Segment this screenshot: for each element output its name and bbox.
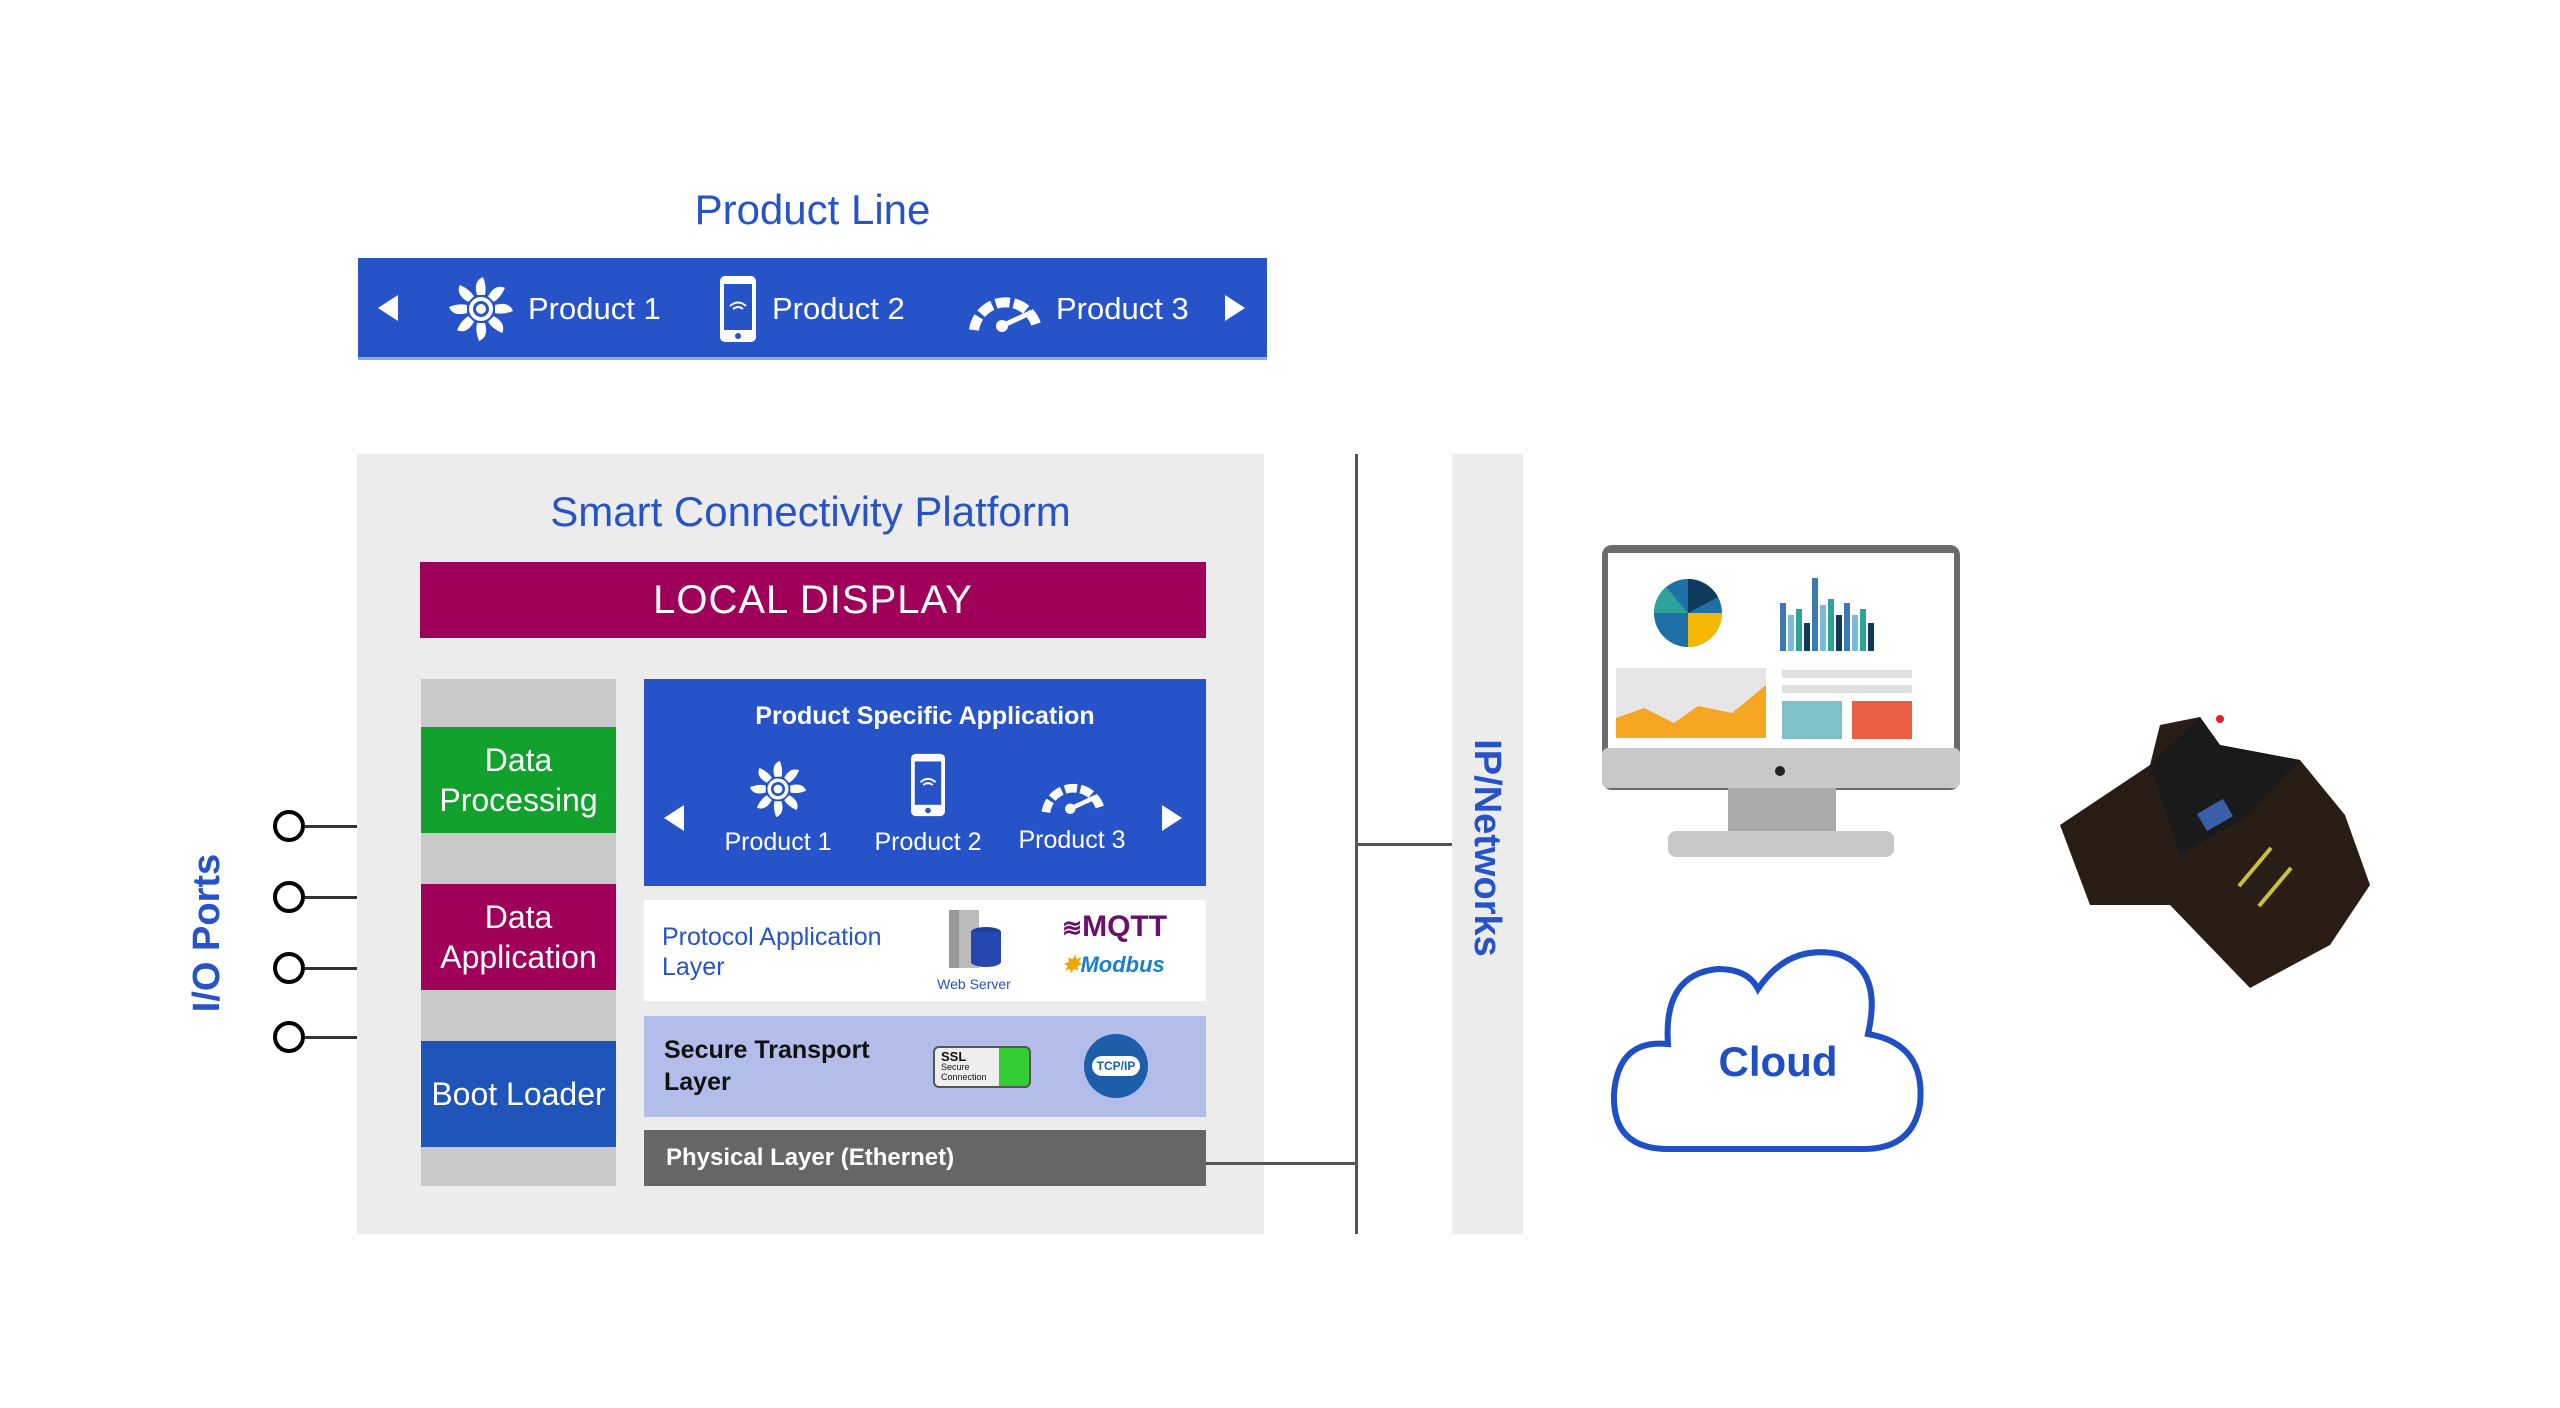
smartphone-wifi-icon	[911, 753, 945, 817]
data-application-block: Data Application	[421, 884, 616, 990]
smartphone-wifi-icon	[720, 276, 756, 342]
tcpip-icon: TCP/IP	[1084, 1034, 1148, 1098]
io-port-line	[305, 967, 357, 970]
local-display-block: LOCAL DISPLAY	[420, 562, 1206, 638]
mqtt-logo: ≋MQTT	[1062, 910, 1168, 943]
product-label: Product 1	[724, 828, 832, 856]
io-ports-label: I/O Ports	[185, 853, 228, 1013]
product-line-item-1[interactable]: Product 1	[448, 258, 661, 360]
fan-icon	[749, 760, 807, 818]
io-port-2[interactable]	[273, 881, 305, 913]
data-processing-block: Data Processing	[421, 727, 616, 833]
modbus-star-icon: ✸	[1062, 952, 1081, 977]
io-port-3[interactable]	[273, 952, 305, 984]
protocol-layer-label: Protocol Application Layer	[662, 923, 882, 981]
gauge-icon	[969, 297, 1041, 332]
product-label: Product 3	[1056, 291, 1189, 326]
ethernet-link-line	[1206, 1162, 1356, 1165]
physical-layer: Physical Layer (Ethernet)	[644, 1130, 1206, 1186]
psa-prev-arrow-icon[interactable]	[664, 805, 684, 831]
network-link-line	[1356, 843, 1452, 846]
io-port-4[interactable]	[273, 1021, 305, 1053]
product-label: Product 2	[772, 291, 905, 326]
product-label: Product 3	[1018, 826, 1126, 854]
web-server-label: Web Server	[937, 976, 1011, 992]
dashboard-monitor-icon	[1602, 545, 1960, 857]
product-line-title: Product Line	[694, 186, 931, 233]
protocol-application-layer: Protocol Application Layer Web Server ≋M…	[644, 900, 1206, 1001]
io-port-line	[305, 896, 357, 899]
cloud-label: Cloud	[1718, 1038, 1838, 1085]
psa-title: Product Specific Application	[755, 701, 1095, 730]
product-line-carousel: Product 1 Product 2 Product 3	[358, 258, 1267, 360]
cloud-icon	[1610, 949, 1924, 1152]
secure-transport-layer: Secure Transport Layer SSL Secure Connec…	[644, 1016, 1206, 1117]
product-label: Product 2	[874, 828, 982, 856]
ssl-badge: SSL Secure Connection	[933, 1046, 1031, 1088]
psa-item-2[interactable]: Product 2	[863, 752, 993, 857]
controller-device-image	[2060, 715, 2370, 988]
boot-loader-block: Boot Loader	[421, 1041, 616, 1147]
secure-layer-label: Secure Transport Layer	[664, 1036, 870, 1096]
next-arrow-icon[interactable]	[1225, 295, 1245, 321]
io-port-line	[305, 1036, 357, 1039]
ip-networks-label: IP/Networks	[1466, 739, 1509, 957]
psa-item-3[interactable]: Product 3	[1007, 772, 1137, 855]
product-label: Product 1	[528, 291, 661, 326]
psa-next-arrow-icon[interactable]	[1162, 805, 1182, 831]
io-port-line	[305, 825, 357, 828]
io-port-1[interactable]	[273, 810, 305, 842]
psa-item-1[interactable]: Product 1	[713, 760, 843, 857]
mqtt-signal-icon: ≋	[1062, 915, 1083, 942]
product-line-item-3[interactable]: Product 3	[966, 258, 1189, 360]
web-server-icon	[949, 910, 1001, 968]
product-line-item-2[interactable]: Product 2	[718, 258, 905, 360]
modbus-logo: ✸Modbus	[1062, 952, 1165, 977]
prev-arrow-icon[interactable]	[378, 295, 398, 321]
fan-icon	[449, 277, 513, 341]
ip-networks-strip	[1452, 454, 1523, 1234]
platform-title: Smart Connectivity Platform	[550, 488, 1071, 535]
gauge-icon	[1041, 783, 1104, 814]
